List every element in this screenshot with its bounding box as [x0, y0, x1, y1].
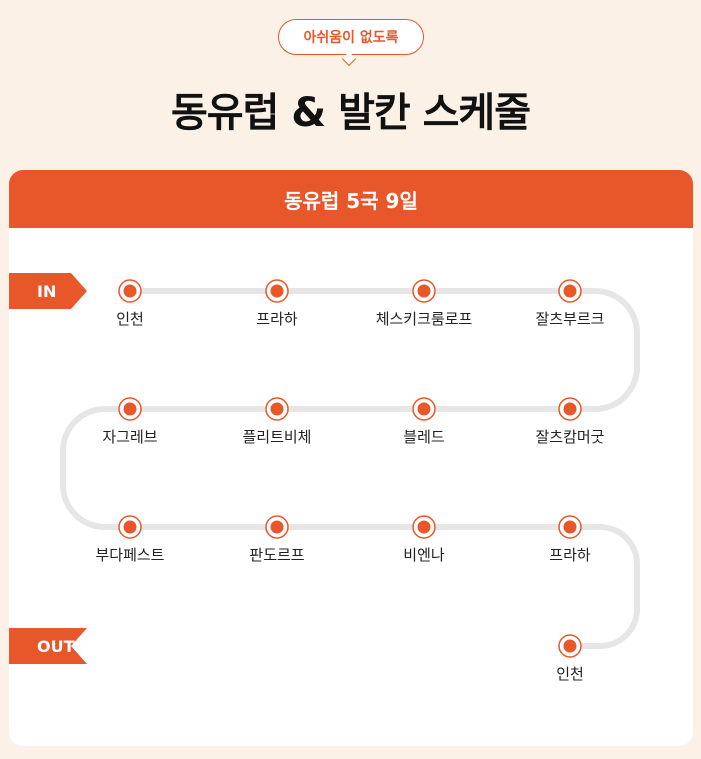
stop-marker-dot [270, 402, 284, 416]
stop-label: 프라하 [256, 310, 298, 328]
stop-marker-dot [123, 284, 137, 298]
stop-label: 프라하 [549, 546, 591, 564]
stop-label: 판도르프 [249, 546, 305, 564]
stop-label: 자그레브 [102, 428, 158, 446]
stop-marker-dot [123, 520, 137, 534]
in-flag: IN [9, 273, 87, 309]
stop-label: 인천 [556, 665, 584, 683]
stop-marker-dot [123, 402, 137, 416]
stop-marker-dot [417, 284, 431, 298]
stop-marker-dot [417, 402, 431, 416]
card-header: 동유럽 5국 9일 [9, 170, 693, 228]
stop-marker-dot [270, 520, 284, 534]
stop-marker-dot [563, 639, 577, 653]
stop-label: 부다페스트 [95, 546, 165, 564]
stop-label: 비엔나 [403, 546, 445, 564]
stop-label: 플리트비체 [242, 428, 312, 446]
stop-label: 인천 [116, 310, 144, 328]
stop-label: 잘츠캄머굿 [535, 428, 605, 446]
stop-marker-dot [270, 284, 284, 298]
route-path [60, 288, 640, 649]
stop-label: 잘츠부르크 [535, 310, 605, 328]
stop-marker-dot [563, 284, 577, 298]
page-title: 동유럽 & 발칸 스케줄 [170, 90, 531, 136]
stop-marker-dot [417, 520, 431, 534]
stop-label: 블레드 [403, 428, 445, 446]
stop-marker-dot [563, 402, 577, 416]
stop-marker-dot [563, 520, 577, 534]
tagline-badge: 아쉬움이 없도록 [278, 19, 424, 55]
stop-label: 체스키크룸로프 [375, 310, 473, 328]
